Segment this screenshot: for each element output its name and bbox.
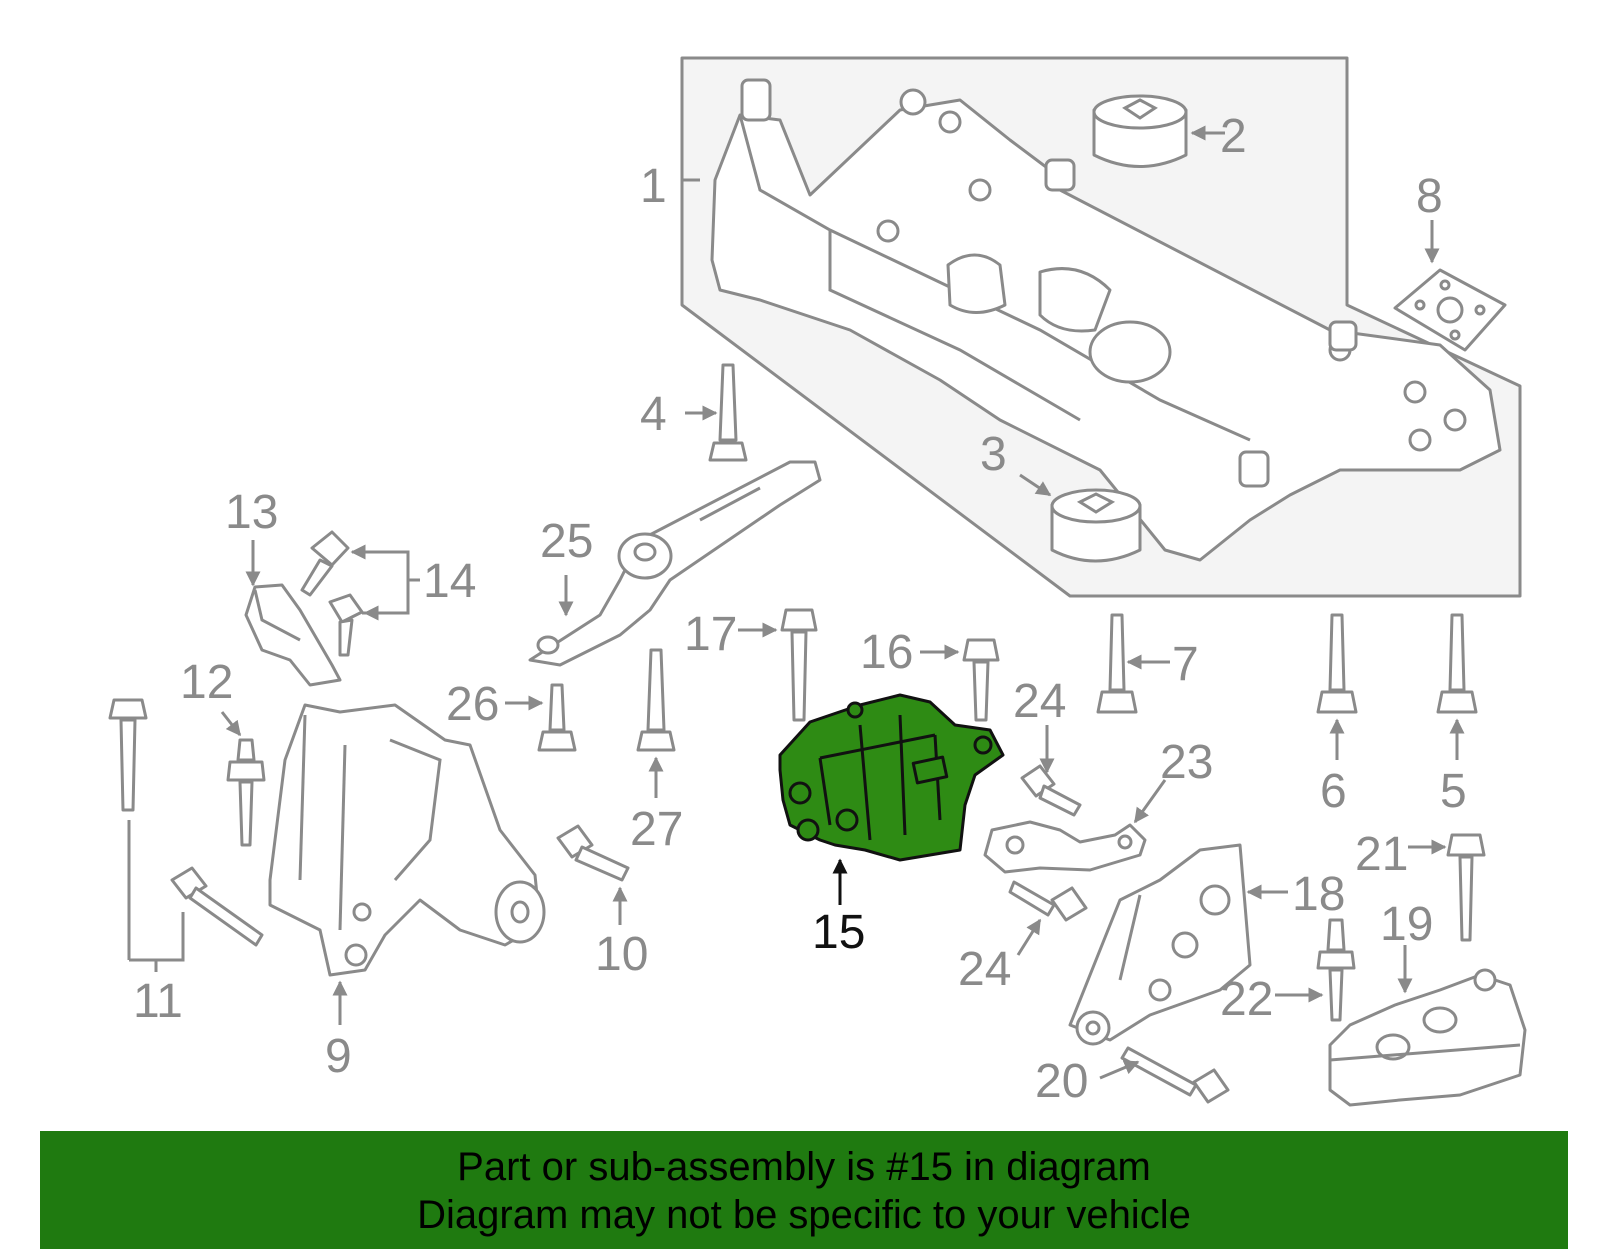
bushing-lower <box>1050 488 1142 563</box>
callout-17: 17 <box>684 608 737 661</box>
bolt-26 <box>537 683 577 752</box>
bracket-13 <box>244 583 342 687</box>
callout-7: 7 <box>1172 638 1199 691</box>
bolt-27 <box>636 648 676 752</box>
callout-26: 26 <box>446 678 499 731</box>
stud-12 <box>226 738 266 847</box>
callout-25: 25 <box>540 515 593 568</box>
transmission-mount-15 <box>778 693 1005 862</box>
reinforcement-plate <box>1393 268 1507 352</box>
callout-12: 12 <box>180 656 233 709</box>
bolt-5 <box>1436 613 1478 714</box>
bolt-21 <box>1446 833 1486 942</box>
callout-16: 16 <box>860 626 913 679</box>
callout-22: 22 <box>1220 973 1273 1026</box>
callout-15: 15 <box>812 906 865 959</box>
bolt-11-vertical <box>108 698 148 812</box>
callout-18: 18 <box>1292 868 1345 921</box>
subframe-assembly <box>680 56 1522 598</box>
callout-27: 27 <box>630 803 683 856</box>
info-line-disclaimer: Diagram may not be specific to your vehi… <box>417 1193 1191 1237</box>
bolt-7 <box>1096 613 1138 714</box>
callout-19: 19 <box>1380 898 1433 951</box>
callout-4: 4 <box>640 388 667 441</box>
info-banner: Part or sub-assembly is #15 in diagram D… <box>40 1131 1568 1249</box>
bolt-20 <box>1120 1046 1230 1104</box>
bolt-10 <box>556 824 630 882</box>
bolt-6 <box>1316 613 1358 714</box>
callout-2: 2 <box>1220 110 1247 163</box>
bolt-11-angled <box>170 866 264 947</box>
callout-24-lower: 24 <box>958 943 1011 996</box>
bolt-24-lower <box>1008 880 1088 922</box>
stud-22 <box>1316 918 1356 1022</box>
bolt-17 <box>780 608 818 722</box>
torque-rod-25 <box>528 460 822 667</box>
callout-20: 20 <box>1035 1055 1088 1108</box>
callout-8: 8 <box>1416 170 1443 223</box>
callout-5: 5 <box>1440 765 1467 818</box>
bolt-16 <box>962 638 1000 722</box>
bolt-24-upper <box>1020 764 1082 817</box>
bolt-14b <box>328 593 364 657</box>
bolt-14a <box>300 530 350 597</box>
mount-19 <box>1328 968 1527 1107</box>
callout-14: 14 <box>423 555 476 608</box>
mount-bracket-18 <box>1068 843 1252 1046</box>
callout-21: 21 <box>1355 828 1408 881</box>
callout-13: 13 <box>225 486 278 539</box>
engine-mount-9 <box>268 703 546 977</box>
bolt-4 <box>708 363 748 462</box>
bracket-23 <box>983 820 1147 874</box>
info-line-part: Part or sub-assembly is #15 in diagram <box>457 1145 1151 1189</box>
callout-23: 23 <box>1160 736 1213 789</box>
callout-10: 10 <box>595 928 648 981</box>
callout-11: 11 <box>133 975 183 1028</box>
callout-1: 1 <box>640 160 667 213</box>
callout-9: 9 <box>325 1030 352 1083</box>
callout-24-upper: 24 <box>1013 675 1066 728</box>
bushing-upper <box>1092 94 1188 168</box>
callout-6: 6 <box>1320 765 1347 818</box>
callout-3: 3 <box>980 428 1007 481</box>
